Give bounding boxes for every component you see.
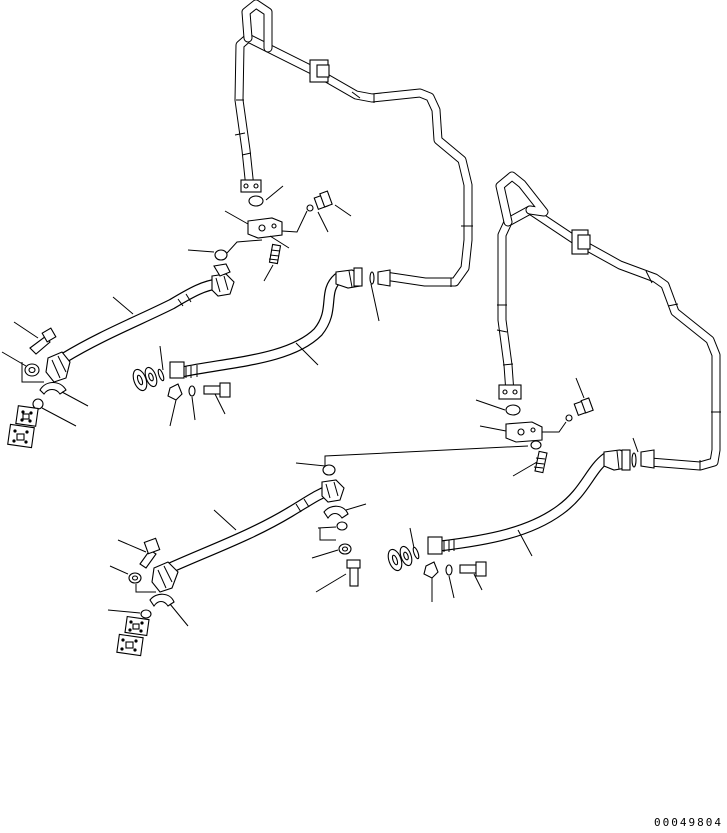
right-flange-stack (387, 545, 420, 572)
left-hose-left (58, 263, 235, 364)
right-assembly (107, 171, 721, 657)
right-hose-elbow (151, 561, 179, 593)
right-pipe-clamp (571, 229, 591, 255)
left-o-ring-1 (248, 195, 264, 207)
right-split-flange-1 (149, 593, 175, 607)
right-split-flange-3 (423, 561, 439, 579)
left-hose-elbow (45, 351, 71, 383)
right-pipe-connector (621, 449, 655, 471)
left-o-ring-2 (214, 249, 228, 261)
right-elbow-fitting (533, 450, 548, 474)
left-flange-plate-1 (15, 405, 39, 427)
right-o-ring-1 (505, 404, 521, 416)
left-split-flange-1 (39, 381, 67, 395)
left-long-pipe (234, 0, 473, 287)
right-flange-plate-1 (124, 615, 150, 637)
right-split-flange-2 (323, 505, 349, 519)
left-split-flange-2 (167, 383, 183, 401)
left-bolt-2 (203, 382, 231, 398)
left-assembly (1, 0, 473, 449)
right-o-ring-4 (140, 609, 152, 619)
right-hose-right (427, 449, 629, 555)
left-pipe-clamp (309, 59, 330, 83)
right-o-ring-small (565, 414, 573, 422)
right-bolt-2 (346, 559, 361, 587)
left-joint-block (247, 217, 283, 239)
right-bolt-3 (459, 561, 487, 577)
left-plug (313, 190, 333, 211)
left-lock-washer (188, 385, 196, 397)
right-joint-block (505, 421, 543, 443)
right-o-ring-5 (336, 521, 348, 531)
left-elbow-fitting (268, 243, 282, 265)
left-o-ring-small (306, 204, 314, 212)
left-pipe-connector (353, 267, 391, 287)
right-o-ring-2 (530, 440, 542, 450)
left-flange-stack (132, 366, 165, 392)
right-long-pipe (495, 171, 721, 471)
right-plug (573, 397, 594, 417)
document-number: 00049804 (654, 816, 723, 829)
right-bolt-1 (139, 537, 161, 569)
right-o-ring-3 (322, 464, 336, 476)
right-hose-left (164, 479, 345, 574)
left-bolt-1 (29, 327, 57, 355)
left-pipe-flange-end (240, 179, 262, 193)
right-lock-washer (445, 564, 453, 576)
left-flange-plate-2 (7, 423, 35, 449)
right-pipe-flange-end (498, 384, 522, 400)
right-flange-plate-2 (116, 633, 144, 657)
